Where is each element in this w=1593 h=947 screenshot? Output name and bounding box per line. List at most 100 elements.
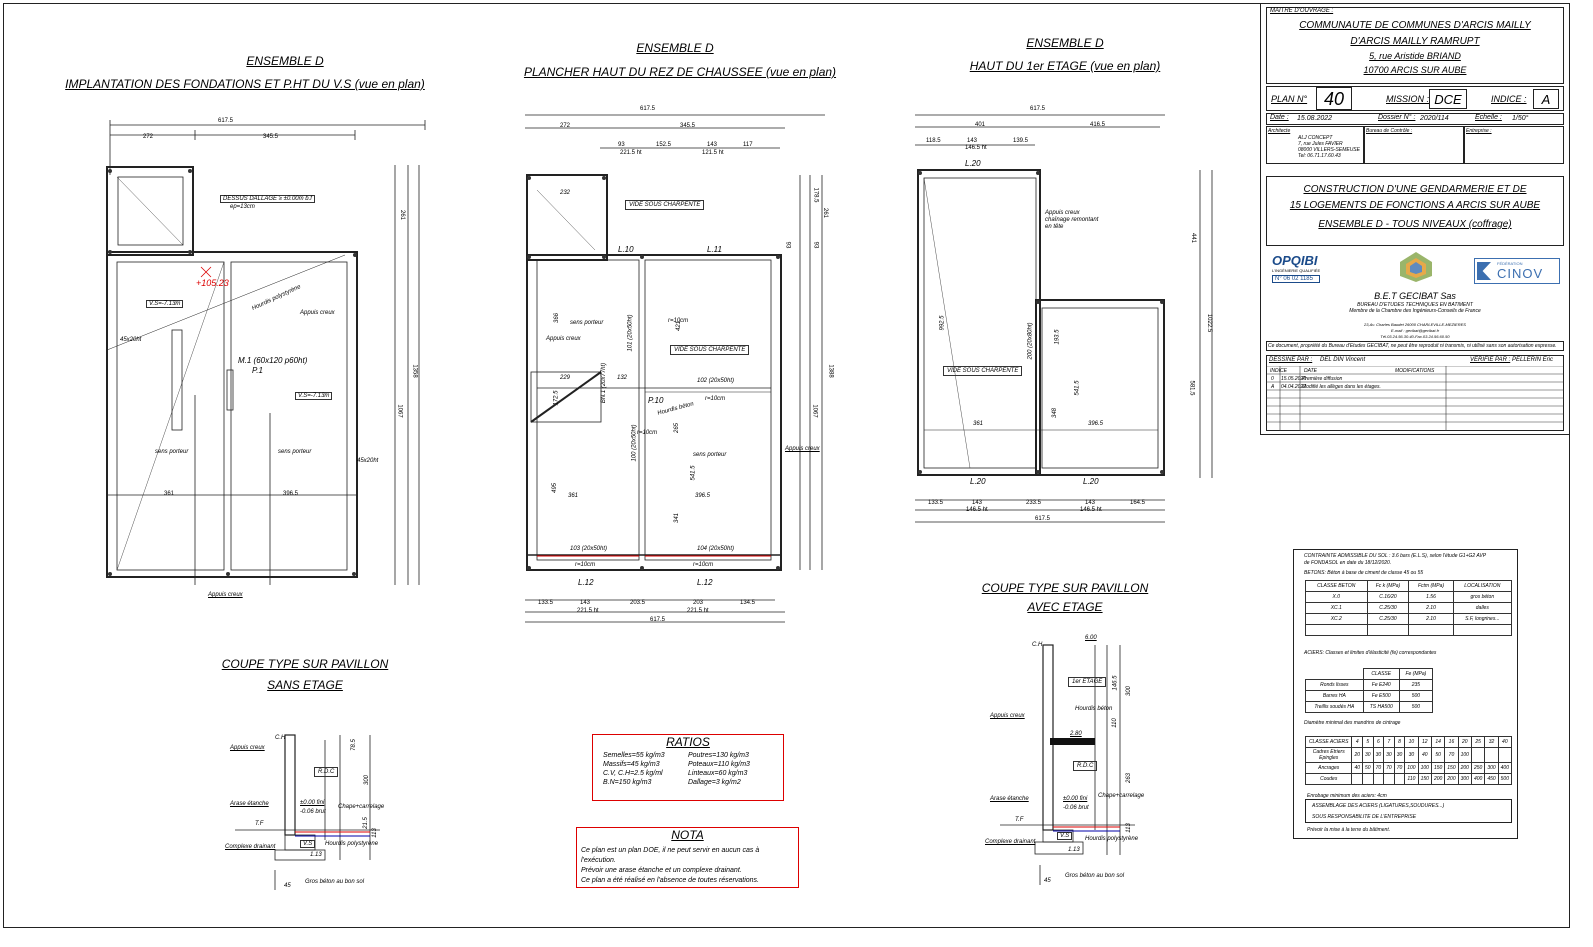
p3-bot-f: 146.5 ht xyxy=(966,507,988,513)
cell: 500 xyxy=(1497,773,1513,785)
rev-index: A xyxy=(1271,384,1275,390)
p2-r4: 261 xyxy=(822,207,829,219)
p2-bot-a: 133.5 xyxy=(538,600,554,606)
copyright-box xyxy=(1266,341,1564,351)
architect-box xyxy=(1266,126,1364,164)
th: 5 xyxy=(1362,736,1374,748)
s1-113b: 113 xyxy=(371,828,378,838)
p2-103: 103 (20x50ht) xyxy=(570,546,608,552)
s2-280: 2.80 xyxy=(1070,731,1082,737)
p2-n421: 421 xyxy=(676,320,683,332)
cell: 30 xyxy=(1404,747,1419,763)
th: 7 xyxy=(1383,736,1395,748)
p2-n341: 341 xyxy=(674,512,681,524)
opqibi-logo: OPQIBI L'INGÉNIERIE QUALIFIÉE N° 06 02 1… xyxy=(1272,253,1321,283)
steel-title: ACIERS: Classes et limites d'élasticité … xyxy=(1304,650,1437,656)
ratios-box: RATIOS Semelles=55 kg/m3 Poutres=130 kg/… xyxy=(592,734,784,801)
spec-soil-2: de FONDASOL en date du 18/12/2020. xyxy=(1304,560,1392,566)
project-line-3: ENSEMBLE D - TOUS NIVEAUX (coffrage) xyxy=(1318,219,1512,230)
index-label: INDICE : xyxy=(1491,94,1527,104)
p2-r10-d: r=10cm xyxy=(575,562,596,568)
p2-104: 104 (20x50ht) xyxy=(697,546,735,552)
p1-45-right: 45x20ht xyxy=(357,458,379,464)
p2-dim-f: 117 xyxy=(743,142,753,148)
architect-line: Tel: 06.71.17.60.43 xyxy=(1298,153,1341,159)
view2-title-1: ENSEMBLE D xyxy=(636,41,714,55)
cell: 500 xyxy=(1398,690,1434,702)
cell: 40 xyxy=(1417,747,1432,763)
rev-date: 15.05.2020 xyxy=(1281,376,1307,382)
p1-dim-r2: 1067 xyxy=(396,404,403,418)
cell: 100 xyxy=(1404,762,1419,774)
spec-concrete-title: BETONS: Béton à base de ciment de classe… xyxy=(1304,570,1424,576)
cinov-name: CINOV xyxy=(1497,266,1544,281)
p1-dim-r1: 261 xyxy=(399,209,406,221)
cell: 30 xyxy=(1362,747,1374,763)
p2-r2: 93 xyxy=(812,241,819,249)
cell: 500 xyxy=(1398,701,1434,713)
p1-dim-r3: 1358 xyxy=(411,364,418,378)
cell: 70 xyxy=(1444,747,1459,763)
p3-dim-c: 118.5 xyxy=(926,138,941,144)
p2-r10-a: r=10cm xyxy=(705,396,726,402)
nota-line: Prévoir une arase étanche et un complexe… xyxy=(581,867,742,874)
owner-box xyxy=(1266,7,1564,84)
view1-title-2: IMPLANTATION DES FONDATIONS ET P.HT DU V… xyxy=(65,77,425,91)
project-box xyxy=(1266,176,1564,246)
p3-dim-total: 617.5 xyxy=(1030,106,1046,112)
sheet-border xyxy=(3,3,1570,928)
ratio-item: Semelles=55 kg/m3 xyxy=(603,752,665,759)
p2-bot-b: 143 xyxy=(580,600,591,606)
rev-header-index: INDICE xyxy=(1270,368,1287,374)
company-label: Entreprise : xyxy=(1466,128,1492,134)
th: 20 xyxy=(1457,736,1472,748)
cell: C.25/30 xyxy=(1366,613,1410,625)
p2-dim-c: 93 xyxy=(618,142,625,148)
owner-label: MAITRE D'OUVRAGE : xyxy=(1270,8,1334,14)
p1-vs-left: V.S=-7.13m xyxy=(146,300,184,308)
cell: Coudes xyxy=(1304,773,1353,785)
rev-index: 0 xyxy=(1271,376,1274,382)
p1-m1: M.1 (60x120 p60ht) xyxy=(238,356,308,365)
p3-200: 200 (20x80ht) xyxy=(1027,322,1034,360)
p2-dim-g: 221.5 ht xyxy=(620,150,642,156)
control-label: Bureau de Contrôle : xyxy=(1366,128,1413,134)
ratio-item: Poteaux=110 kg/m3 xyxy=(688,761,750,768)
cell: 200 xyxy=(1430,773,1446,785)
p1-dim-bot-b: 396.5 xyxy=(283,491,299,497)
view3-title-1: ENSEMBLE D xyxy=(1026,36,1104,50)
p1-vs-right: V.S=-7.13m xyxy=(295,392,333,400)
gecibat-logo-icon xyxy=(1400,252,1432,282)
bet-address: 23,Av. Charles Baudet 26000 CHARLEVILLE-… xyxy=(1364,322,1466,327)
mission-label: MISSION : xyxy=(1386,94,1430,104)
p3-bot-d: 143 xyxy=(1085,500,1096,506)
p1-dallage: DESSUS DALLAGE ≥ ±0.00m b.f xyxy=(220,195,315,203)
bet-name: B.E.T GECIBAT Sas xyxy=(1374,291,1456,301)
p2-n495: 495 xyxy=(552,482,559,494)
th: 16 xyxy=(1444,736,1459,748)
owner-line-3: 5, rue Aristide BRIAND xyxy=(1369,51,1461,61)
cinov-mark-icon xyxy=(1477,262,1491,280)
p2-n229: 229 xyxy=(560,375,571,381)
p2-102: 102 (20x50ht) xyxy=(697,378,735,384)
p3-396: 396.5 xyxy=(1088,421,1104,427)
opqibi-name: OPQIBI xyxy=(1272,253,1318,268)
s2-brut: -0.06 brut xyxy=(1063,805,1089,811)
bet-tel: Tél.03.24.56.30.40-Fax.03.24.56.60.50 xyxy=(1380,334,1450,339)
ratios-title: RATIOS xyxy=(666,735,710,749)
s2-tf: T.F xyxy=(1015,817,1024,823)
p2-n172: 172.5 xyxy=(553,390,560,406)
th: 40 xyxy=(1497,736,1513,748)
architect-line: 08000 VILLERS-SEMEUSE xyxy=(1298,147,1360,153)
p3-dim-d: 143 xyxy=(967,138,978,144)
owner-line-4: 10700 ARCIS SUR AUBE xyxy=(1363,65,1467,75)
cinov-top: FÉDÉRATION xyxy=(1497,261,1523,266)
title-block xyxy=(1260,3,1570,435)
cell: Ronds lisses xyxy=(1305,679,1364,691)
p1-dim-a: 272 xyxy=(143,134,154,140)
cell: 300 xyxy=(1457,773,1472,785)
ratios-grid: Semelles=55 kg/m3 Poutres=130 kg/m3 Mass… xyxy=(593,749,783,789)
section2-title-2: AVEC ETAGE xyxy=(1027,600,1103,614)
cinov-logo: FÉDÉRATION CINOV xyxy=(1474,258,1560,284)
revision-box xyxy=(1266,355,1564,431)
